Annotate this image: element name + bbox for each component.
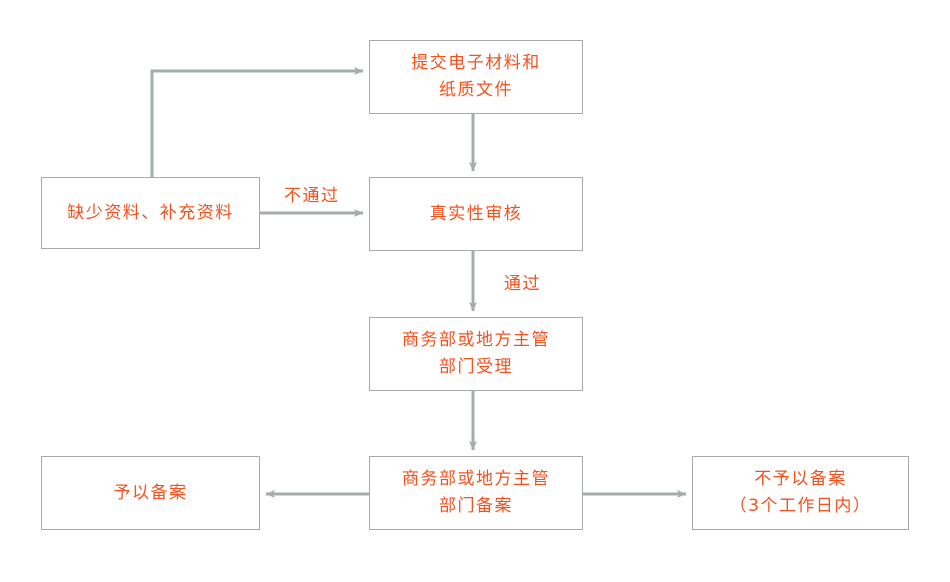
node-label: 不予以备案 （3个工作日内） — [729, 469, 872, 516]
connector-supplement-to-submit-loop — [150, 67, 364, 177]
node-label: 提交电子材料和 纸质文件 — [411, 53, 541, 100]
edge-label-passed: 通过 — [504, 274, 541, 294]
node-authority-acceptance[interactable]: 商务部或地方主管 部门受理 — [369, 317, 583, 391]
edge-label-not-passed: 不通过 — [284, 186, 340, 206]
node-label: 真实性审核 — [429, 203, 523, 224]
node-label: 缺少资料、补充资料 — [67, 202, 234, 223]
node-authority-record-filing[interactable]: 商务部或地方主管 部门备案 — [369, 456, 583, 530]
node-record-rejected[interactable]: 不予以备案 （3个工作日内） — [692, 456, 909, 530]
node-label: 商务部或地方主管 部门备案 — [402, 469, 550, 516]
node-label: 予以备案 — [113, 482, 188, 503]
node-label: 商务部或地方主管 部门受理 — [402, 330, 550, 377]
node-authenticity-review[interactable]: 真实性审核 — [369, 177, 583, 251]
node-missing-supplement-materials[interactable]: 缺少资料、补充资料 — [41, 177, 260, 249]
node-record-approved[interactable]: 予以备案 — [41, 456, 260, 530]
node-submit-materials[interactable]: 提交电子材料和 纸质文件 — [369, 40, 583, 114]
